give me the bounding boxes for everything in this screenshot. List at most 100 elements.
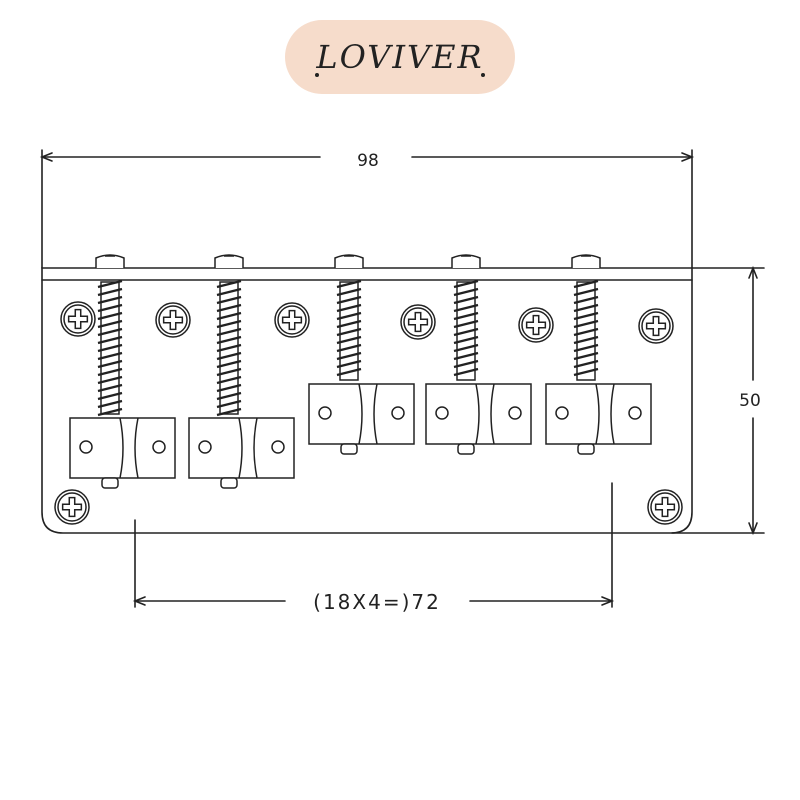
spring-coil: [336, 311, 362, 321]
width-arrow-left: [39, 152, 53, 162]
spring-coil: [216, 383, 242, 393]
phillips-cross: [67, 308, 89, 330]
spring-coil: [216, 367, 242, 377]
width-arrow-right: [681, 152, 695, 162]
saddle-screw-tip: [220, 477, 238, 489]
spring-coil: [97, 383, 123, 393]
saddle-groove-left: [358, 383, 363, 445]
spring-coil: [216, 399, 242, 409]
spacing-arrow-left: [132, 596, 146, 606]
spring-coil: [97, 391, 123, 401]
phillips-cross: [407, 311, 429, 333]
spring-coil: [573, 343, 599, 353]
spring-coil: [97, 407, 123, 417]
saddle-3: [308, 254, 415, 455]
saddle-groove-right: [373, 383, 378, 445]
spring-coil: [216, 359, 242, 369]
height-screw-right: [628, 406, 642, 420]
spring-coil: [216, 287, 242, 297]
spring-coil: [573, 311, 599, 321]
spring-coil: [573, 319, 599, 329]
spring-coil: [573, 303, 599, 313]
spring-coil: [97, 367, 123, 377]
spring-coil: [336, 351, 362, 361]
spring-coil: [453, 287, 479, 297]
spring-coil: [336, 287, 362, 297]
spring-coil: [336, 359, 362, 369]
phillips-cross: [61, 496, 83, 518]
spring-coil: [453, 343, 479, 353]
saddle-groove-left: [119, 417, 124, 479]
plate-screw-4: [400, 304, 436, 340]
logo-dot-right: [481, 73, 485, 77]
spring-coil: [573, 327, 599, 337]
saddle-2: [188, 254, 295, 489]
spring-coil: [216, 327, 242, 337]
spring-coil: [216, 279, 242, 289]
saddle-groove-right: [134, 417, 139, 479]
spring-coil: [336, 327, 362, 337]
spring-coil: [216, 407, 242, 417]
spring-coil: [97, 399, 123, 409]
spring-coil: [97, 375, 123, 385]
spring-coil: [573, 351, 599, 361]
spring-coil: [216, 343, 242, 353]
bridge-plate-outline: [41, 267, 693, 534]
spacing-dimension-label: (18X4=)72: [313, 590, 441, 614]
phillips-cross: [654, 496, 676, 518]
intonation-screw-head: [214, 254, 244, 268]
spring-coil: [216, 391, 242, 401]
spring-coil: [216, 375, 242, 385]
intonation-screw-head: [571, 254, 601, 268]
phillips-cross: [525, 314, 547, 336]
height-dimension-label: 50: [739, 391, 761, 411]
saddle-screw-tip: [101, 477, 119, 489]
saddle-groove-left: [238, 417, 243, 479]
spring-coil: [453, 335, 479, 345]
width-dimension-label: 98: [357, 151, 379, 171]
saddle-1: [69, 254, 176, 489]
spring-coil: [573, 359, 599, 369]
saddle-groove-right: [610, 383, 615, 445]
spacing-arrow-right: [601, 596, 615, 606]
plate-screw-1: [60, 301, 96, 337]
saddle-screw-tip: [577, 443, 595, 455]
height-screw-right: [391, 406, 405, 420]
spring-coil: [216, 303, 242, 313]
height-arrow-bottom: [748, 522, 758, 536]
spring-coil: [453, 311, 479, 321]
brand-logo-text: LOVIVER: [316, 38, 484, 76]
saddle-4: [425, 254, 532, 455]
height-arrow-top: [748, 265, 758, 279]
height-screw-right: [152, 440, 166, 454]
spring-coil: [573, 287, 599, 297]
spring-coil: [453, 279, 479, 289]
spring-coil: [97, 359, 123, 369]
spring-coil: [573, 279, 599, 289]
saddle-groove-left: [595, 383, 600, 445]
spring-coil: [97, 343, 123, 353]
spring-coil: [336, 335, 362, 345]
spring-coil: [97, 327, 123, 337]
spring-coil: [336, 319, 362, 329]
spring-coil: [453, 303, 479, 313]
spring-coil: [453, 351, 479, 361]
saddle-groove-right: [253, 417, 258, 479]
saddle-groove-left: [475, 383, 480, 445]
spring-coil: [97, 319, 123, 329]
plate-screw-7: [54, 489, 90, 525]
spring-coil: [216, 295, 242, 305]
plate-screw-6: [638, 308, 674, 344]
saddle-5: [545, 254, 652, 455]
spring-coil: [216, 311, 242, 321]
spring-coil: [97, 303, 123, 313]
height-screw-right: [271, 440, 285, 454]
spring-coil: [216, 319, 242, 329]
spring-coil: [97, 287, 123, 297]
brand-logo-badge: LOVIVER: [285, 20, 515, 94]
spring-coil: [453, 295, 479, 305]
plate-screw-5: [518, 307, 554, 343]
spring-coil: [336, 279, 362, 289]
height-screw-right: [508, 406, 522, 420]
